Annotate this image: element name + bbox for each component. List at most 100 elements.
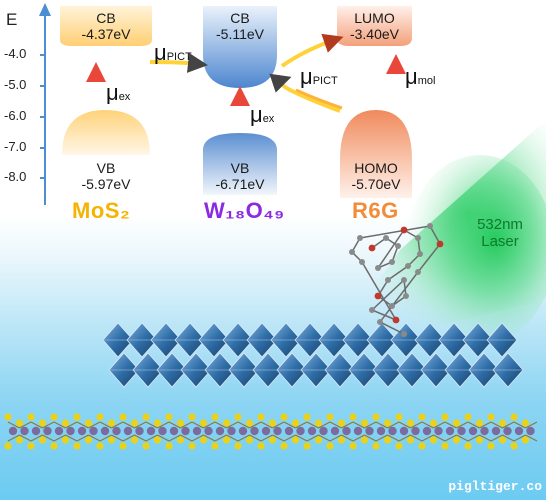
sulfur-atom <box>395 413 403 421</box>
sulfur-atom <box>222 436 231 444</box>
carbon-atom <box>359 259 365 265</box>
sulfur-atom <box>510 442 518 450</box>
mos2-bond <box>444 434 457 442</box>
sulfur-atom <box>418 413 426 421</box>
molybdenum-atom <box>227 426 236 436</box>
r6g-homo-band <box>340 110 412 198</box>
molybdenum-atom <box>319 426 328 436</box>
molecule-bond <box>417 243 441 273</box>
r6g-excitation-label: μmol <box>405 64 436 89</box>
sulfur-atom <box>349 442 357 450</box>
sulfur-atom <box>130 419 139 427</box>
mos2-bond <box>99 434 112 442</box>
mos2-bond <box>479 434 492 442</box>
mos2-bond <box>513 434 526 442</box>
sulfur-atom <box>383 419 392 427</box>
r6g-homo-label: HOMO <box>354 160 398 176</box>
molybdenum-atom <box>457 426 466 436</box>
mos2-bond <box>76 434 89 442</box>
mos2-bond <box>421 434 434 442</box>
energy-tick-label: -6.0 <box>4 108 27 123</box>
sulfur-atom <box>510 413 518 421</box>
molybdenum-atom <box>480 426 489 436</box>
energy-diagram <box>39 3 412 205</box>
sulfur-atom <box>176 419 185 427</box>
sulfur-atom <box>245 436 254 444</box>
molybdenum-atom <box>353 426 363 436</box>
sulfur-atom <box>107 419 116 427</box>
sulfur-atom <box>188 413 196 421</box>
mos2-bond <box>191 434 204 442</box>
sulfur-atom <box>268 419 277 427</box>
molybdenum-atom <box>100 426 110 436</box>
mos2-bond <box>306 434 319 442</box>
sulfur-atom <box>107 436 116 444</box>
carbon-atom <box>427 223 433 229</box>
carbon-atom <box>405 263 411 269</box>
mos2-vb-energy: -5.97eV <box>81 176 131 192</box>
molybdenum-atom <box>215 426 225 436</box>
mos2-bond <box>134 434 147 442</box>
sulfur-atom <box>441 442 449 450</box>
molybdenum-atom <box>66 426 75 436</box>
sulfur-atom <box>521 436 530 444</box>
mos2-bond <box>19 421 32 429</box>
molybdenum-atom <box>376 426 386 436</box>
molybdenum-atom <box>514 426 524 436</box>
molecule-bond <box>387 265 409 281</box>
mos2-bond <box>490 434 503 442</box>
energy-tick-label: -8.0 <box>4 169 27 184</box>
mos2-bond <box>375 421 388 429</box>
oxygen-atom <box>392 316 400 324</box>
carbon-atom <box>349 249 355 255</box>
w18o49-cb-band <box>203 6 277 88</box>
laser-text: Laser <box>481 233 519 250</box>
mos2-bond <box>53 421 66 429</box>
molybdenum-atom <box>181 426 190 436</box>
w18o49-name: W₁₈O₄₉ <box>204 198 285 223</box>
mos2-bond <box>272 421 285 429</box>
mos2-bond <box>329 434 342 442</box>
mos2-bond <box>398 434 411 442</box>
r6g-lumo-band <box>337 6 412 46</box>
r6g-molecule <box>349 223 444 337</box>
sulfur-atom <box>153 419 162 427</box>
molybdenum-atom <box>388 426 397 436</box>
mos2-bond <box>111 421 124 429</box>
mos2-bond <box>7 421 20 429</box>
sulfur-atom <box>234 413 242 421</box>
molybdenum-atom <box>158 426 167 436</box>
w18o49-cb-label: CB <box>230 10 250 26</box>
sulfur-atom <box>257 442 265 450</box>
mos2-cb-band <box>60 6 152 46</box>
sulfur-atom <box>475 436 484 444</box>
sulfur-atom <box>38 419 47 427</box>
molecule-bond <box>379 271 419 323</box>
sulfur-atom <box>452 419 461 427</box>
carbon-atom <box>415 235 421 241</box>
mos2-bond <box>111 434 124 442</box>
r6g-lumo-energy: -3.40eV <box>349 26 400 42</box>
oxygen-atom <box>400 226 408 234</box>
mos2-bond <box>421 421 434 429</box>
sulfur-atom <box>360 419 369 427</box>
mos2-bond <box>180 421 193 429</box>
sulfur-atom <box>73 413 81 421</box>
molybdenum-atom <box>399 426 409 436</box>
mos2-bond <box>272 434 285 442</box>
molybdenum-atom <box>43 426 52 436</box>
mos2-bond <box>479 421 492 429</box>
sulfur-atom <box>406 436 415 444</box>
r6g-name: R6G <box>352 198 399 223</box>
molecule-bond <box>359 225 431 239</box>
mos2-bond <box>122 434 135 442</box>
molybdenum-atom <box>526 426 535 436</box>
w18o49-cb-energy: -5.11eV <box>216 26 264 42</box>
r6g-lumo-label: LUMO <box>354 10 395 26</box>
sulfur-atom <box>464 442 472 450</box>
molybdenum-atom <box>169 426 179 436</box>
mos2-bond <box>444 421 457 429</box>
sulfur-atom <box>84 436 93 444</box>
